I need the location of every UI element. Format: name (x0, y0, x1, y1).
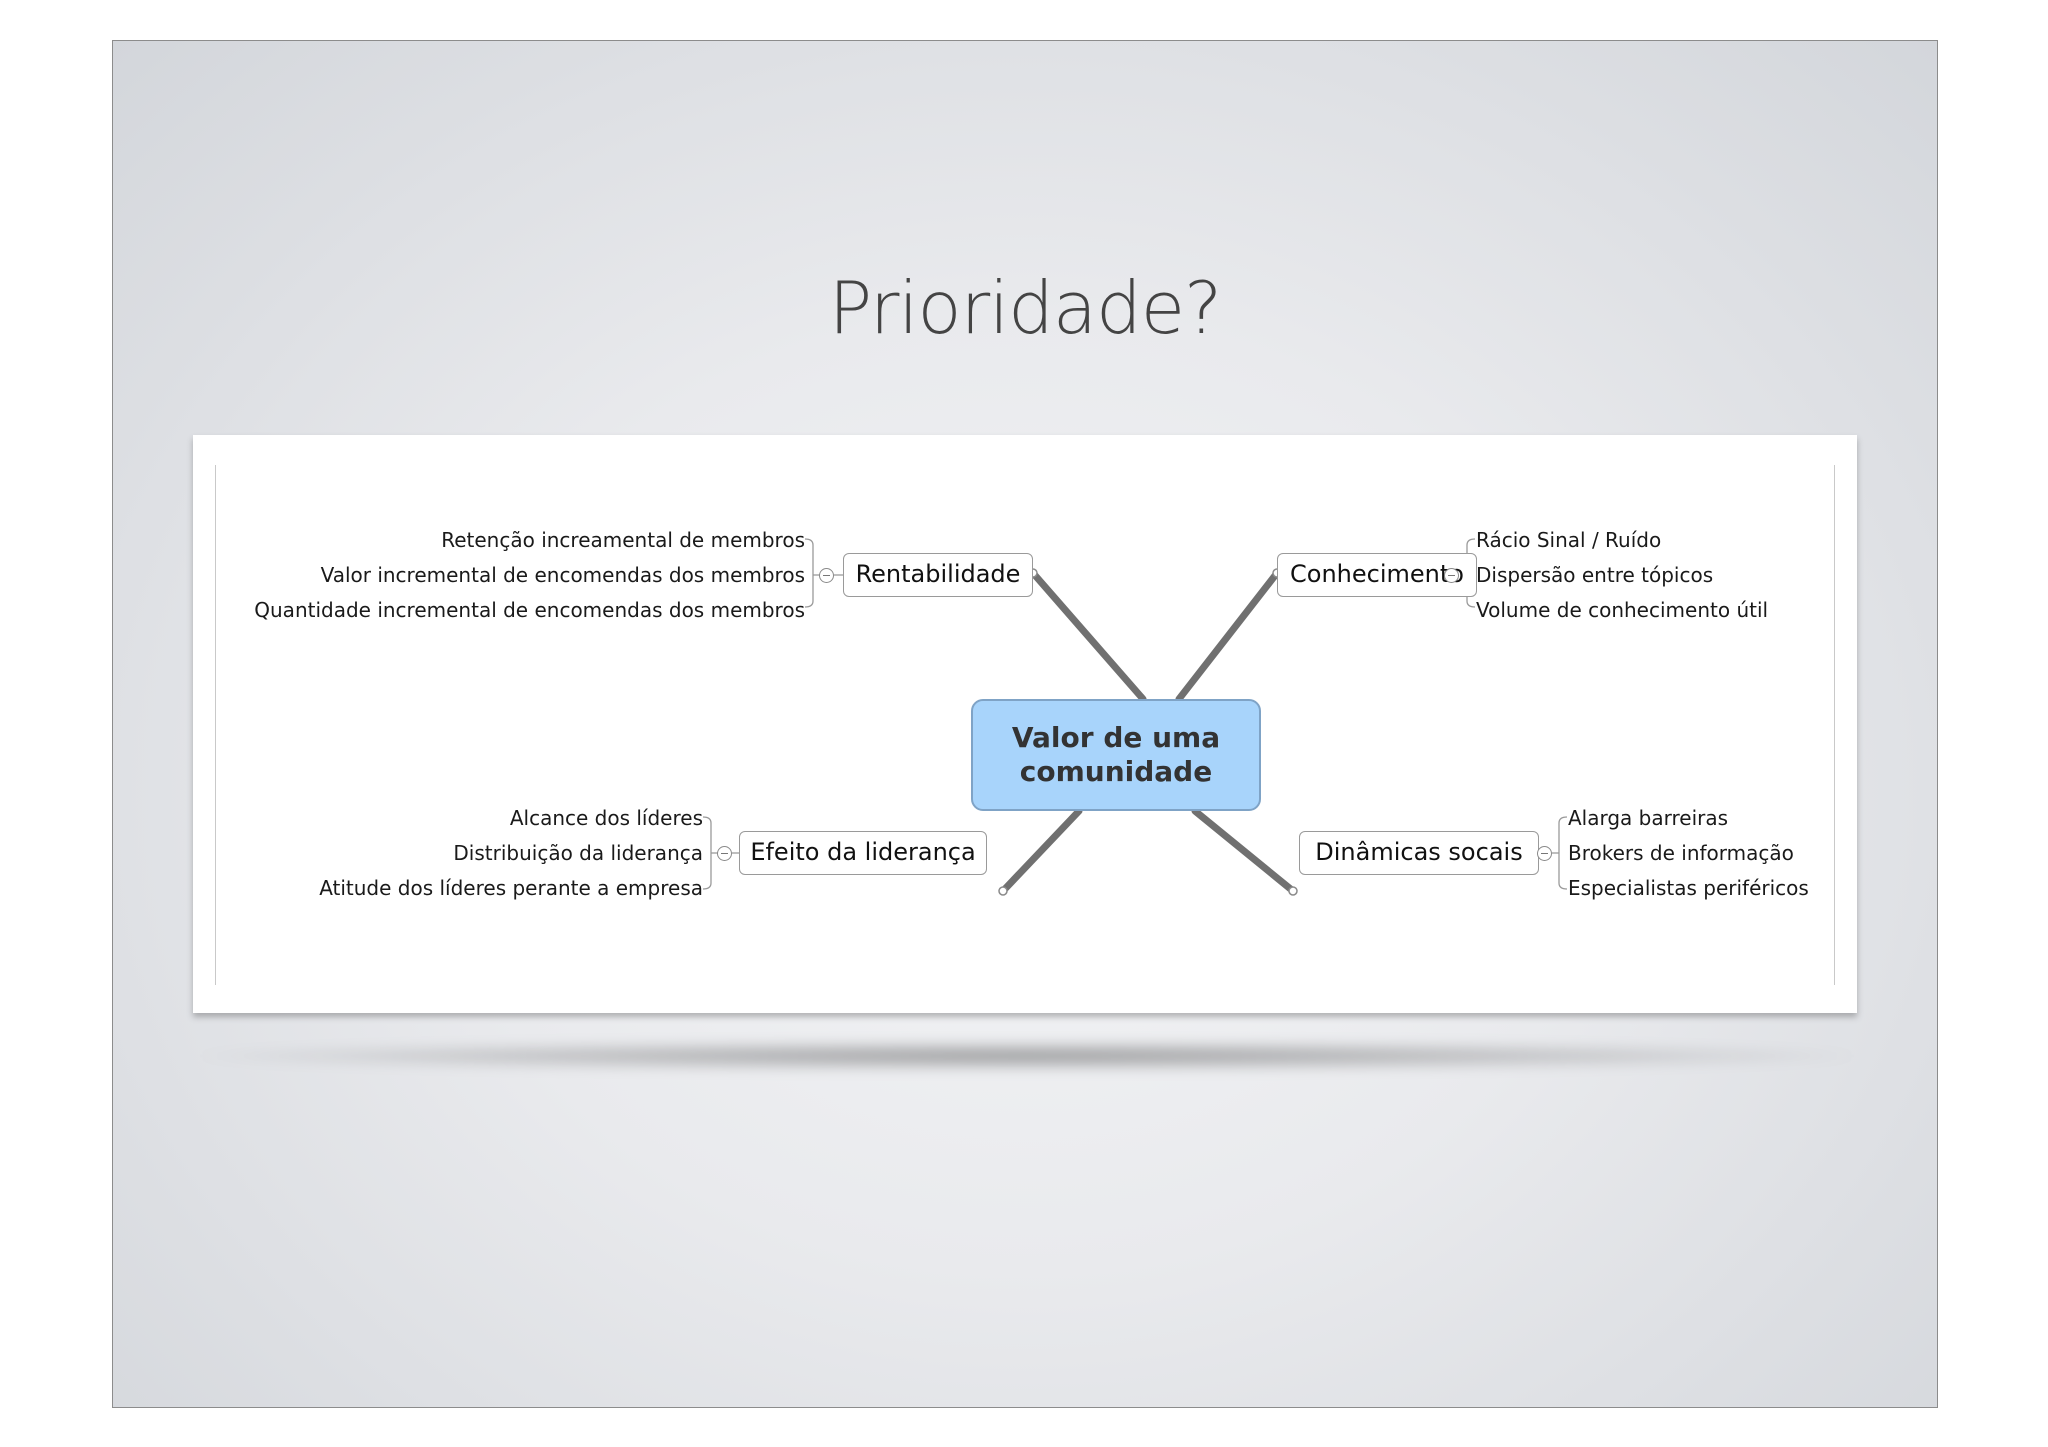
central-topic[interactable]: Valor de uma comunidade (971, 699, 1261, 811)
leaf-item: Brokers de informação (1568, 841, 1794, 865)
map-frame-right-line (1834, 465, 1835, 985)
topic-label: Rentabilidade (855, 560, 1021, 588)
leaf-item: Especialistas periféricos (1568, 876, 1809, 900)
topic-rentabilidade[interactable]: Rentabilidade (843, 553, 1033, 597)
leaf-item: Alcance dos líderes (509, 806, 703, 830)
connector-lines (702, 538, 1568, 896)
junction-dot (1288, 886, 1298, 896)
bracket-efeito-lideranca (702, 816, 712, 890)
connector-conhecimento (1175, 569, 1281, 703)
leaf-item: Atitude dos líderes perante a empresa (319, 876, 703, 900)
leaf-item: Retenção increamental de membros (441, 528, 805, 552)
topic-label: Efeito da liderança (750, 838, 976, 866)
connector-efeito-lideranca (999, 807, 1083, 895)
bracket-rentabilidade (804, 538, 814, 608)
junction-dot (998, 886, 1008, 896)
card-shadow (195, 1041, 1859, 1071)
collapse-icon[interactable] (1537, 846, 1552, 861)
mindmap-card: Valor de uma comunidade Rentabilidade Re… (193, 435, 1857, 1013)
collapse-icon[interactable] (1444, 568, 1459, 583)
leaf-item: Volume de conhecimento útil (1476, 598, 1769, 622)
leaf-item: Rácio Sinal / Ruído (1476, 528, 1662, 552)
topic-dinamicas-socais[interactable]: Dinâmicas socais (1299, 831, 1539, 875)
connector-dinamicas-socais (1191, 807, 1297, 895)
connector-rentabilidade (1029, 569, 1147, 703)
leaf-item: Distribuição da liderança (453, 841, 703, 865)
collapse-icon[interactable] (717, 846, 732, 861)
central-topic-line1: Valor de uma (1011, 721, 1221, 754)
slide-title: Prioridade? (828, 266, 1222, 350)
topic-efeito-lideranca[interactable]: Efeito da liderança (739, 831, 987, 875)
leaf-item: Valor incremental de encomendas dos memb… (320, 563, 805, 587)
topic-label: Dinâmicas socais (1315, 838, 1523, 866)
topic-conhecimento[interactable]: Conhecimento (1277, 553, 1477, 597)
central-topic-line2: comunidade (1019, 755, 1213, 788)
leaf-item: Dispersão entre tópicos (1476, 563, 1714, 587)
bracket-dinamicas-socais (1558, 816, 1568, 890)
topic-label: Conhecimento (1290, 560, 1464, 588)
leaf-item: Alarga barreiras (1568, 806, 1729, 830)
map-frame-left-line (215, 465, 216, 985)
collapse-icon[interactable] (819, 568, 834, 583)
slide: Prioridade? (112, 40, 1938, 1408)
leaf-item: Quantidade incremental de encomendas dos… (254, 598, 805, 622)
